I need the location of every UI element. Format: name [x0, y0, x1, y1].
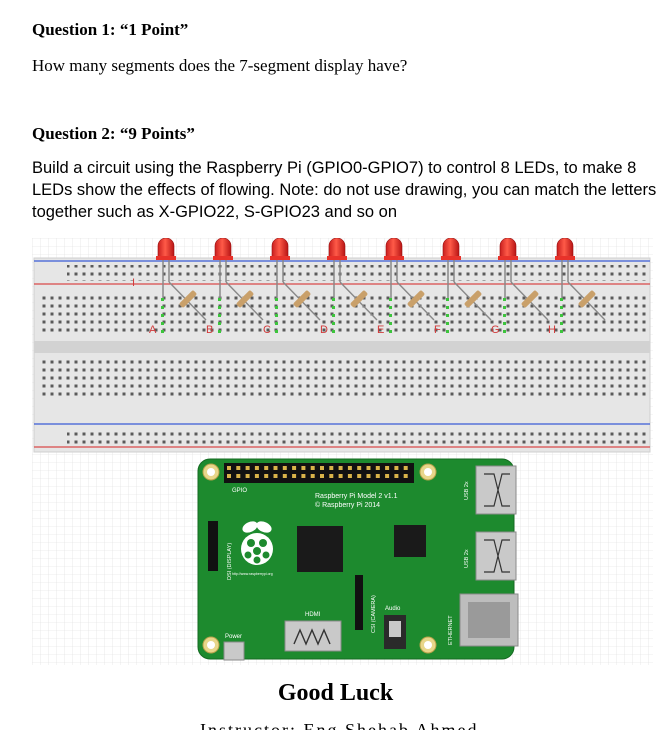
led-c: C: [263, 237, 321, 336]
circuit-figure: I A B C D E F G H GPIO Raspberry Pi Model 2 v1.…: [32, 237, 653, 665]
led-b: B: [206, 237, 264, 336]
usb-port-2: [475, 531, 517, 581]
csi-connector: [355, 575, 363, 630]
usb-2-label: USB 2x: [464, 549, 470, 568]
gpio-label: GPIO: [232, 488, 247, 494]
dsi-label: DSI (DISPLAY): [227, 543, 233, 580]
usb-port-1: [475, 465, 517, 515]
resistor: [521, 290, 539, 308]
footer-text: Good Luck: [277, 680, 394, 706]
led-e: E: [377, 237, 435, 336]
resistor: [578, 290, 596, 308]
resistor: [350, 290, 368, 308]
led-label: A: [149, 324, 157, 336]
question-2-title: Question 2: “9 Points”: [32, 124, 195, 143]
power-port: [223, 641, 245, 661]
footer-cut-line: Instructor: Eng Shehab Ahmed: [200, 722, 480, 730]
led-a: A: [149, 237, 207, 336]
breadboard-marker: I: [132, 277, 135, 289]
ethernet-label: ETHERNET: [448, 615, 454, 645]
led-g: G: [491, 237, 549, 336]
resistor: [293, 290, 311, 308]
led-label: F: [434, 324, 441, 336]
instructor-text: Instructor: Eng Shehab Ahmed: [200, 722, 480, 730]
resistor: [464, 290, 482, 308]
audio-label: Audio: [385, 606, 401, 612]
breadboard: I: [33, 257, 651, 453]
led-f: F: [434, 237, 492, 336]
resistor: [407, 290, 425, 308]
resistor: [236, 290, 254, 308]
raspberry-pi-board: GPIO Raspberry Pi Model 2 v1.1 © Raspber…: [197, 458, 519, 661]
led-label: C: [263, 324, 271, 336]
hdmi-port: [284, 620, 342, 652]
pi-model-line-1: Raspberry Pi Model 2 v1.1: [315, 493, 398, 500]
led-label: D: [320, 324, 328, 336]
usb-1-label: USB 2x: [464, 481, 470, 500]
led-array: A B C D E F G H: [149, 237, 606, 336]
question-1-title: Question 1: “1 Point”: [32, 20, 189, 39]
led-d: D: [320, 237, 378, 336]
raspberry-logo: [241, 521, 273, 565]
circuit-diagram: I A B C D E F G H GPIO Raspberry Pi Model 2 v1.…: [32, 237, 653, 665]
resistor: [179, 290, 197, 308]
led-label: B: [206, 324, 213, 336]
pi-model-line-2: © Raspberry Pi 2014: [315, 501, 380, 509]
question-1-text: How many segments does the 7-segment dis…: [32, 56, 408, 75]
soc-chip: [297, 526, 343, 572]
power-label: Power: [225, 634, 242, 640]
hdmi-label: HDMI: [305, 612, 321, 618]
led-label: E: [377, 324, 384, 336]
lan-chip: [394, 525, 426, 557]
pi-url: http://www.raspberrypi.org: [232, 572, 273, 576]
led-label: H: [548, 324, 556, 336]
csi-label: CSI (CAMERA): [371, 595, 377, 633]
led-h: H: [548, 237, 606, 336]
led-label: G: [491, 324, 500, 336]
dsi-connector: [208, 521, 218, 571]
question-2-text: Build a circuit using the Raspberry Pi (…: [32, 159, 657, 221]
